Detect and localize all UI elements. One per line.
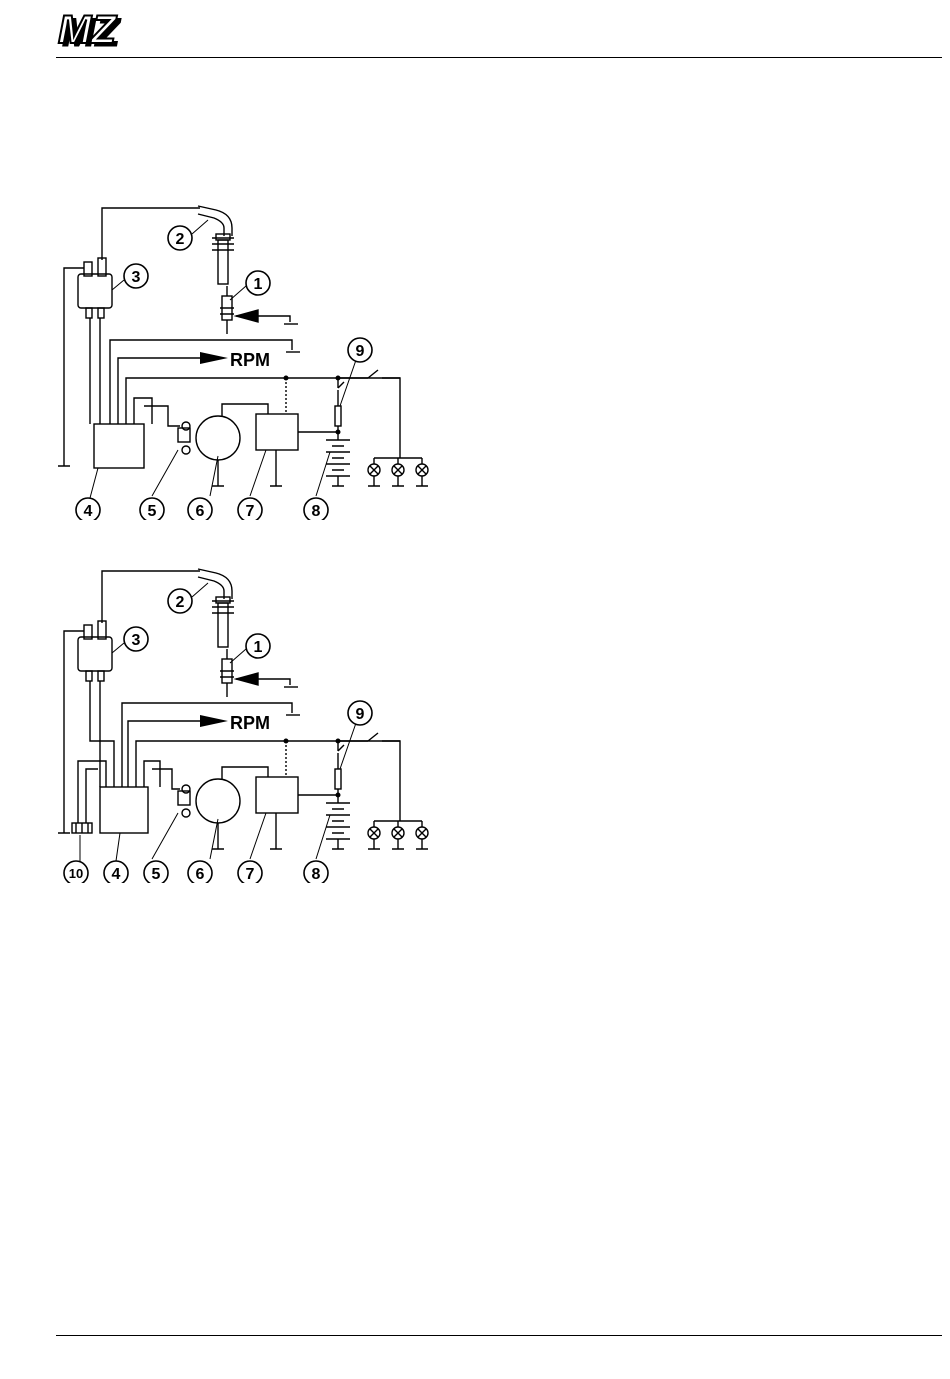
wire-pickup (144, 761, 160, 787)
callout-5: 5 (152, 866, 161, 883)
mz-logo: MZ MZ (56, 10, 176, 52)
callout-8: 8 (312, 866, 321, 883)
callout-2: 2 (176, 594, 185, 611)
lamp (368, 458, 380, 486)
generator (196, 416, 240, 460)
spark-plug-cap (198, 569, 234, 647)
wire-pickup-2 (144, 406, 180, 426)
cdi-unit (100, 787, 148, 833)
ignition-switch (368, 733, 378, 741)
generator (196, 779, 240, 823)
callout-1: 1 (254, 639, 263, 656)
rpm-label: RPM (230, 713, 270, 733)
lamp (392, 821, 404, 849)
callout-3: 3 (132, 632, 141, 649)
coil-ground-wire (64, 631, 84, 833)
ground-symbol (58, 833, 282, 849)
callout-6: 6 (196, 866, 205, 883)
battery (326, 432, 350, 486)
callout-9: 9 (356, 343, 365, 360)
wire-to-lamps (382, 378, 400, 458)
lamp (416, 458, 428, 486)
header-rule (56, 57, 942, 58)
ignition-coil (78, 621, 112, 681)
regulator (256, 777, 298, 813)
regulator (256, 414, 298, 450)
wire-pickup-2 (152, 769, 180, 789)
pickup-sensor (178, 422, 190, 454)
rpm-label: RPM (230, 350, 270, 370)
lamp (416, 821, 428, 849)
ignition-coil (78, 258, 112, 318)
wire-pickup (134, 398, 152, 424)
spark-plug-cap (198, 206, 234, 284)
wire-rpm (118, 358, 208, 424)
spark-plug (220, 286, 234, 334)
ground-symbol (58, 466, 282, 486)
callout-8: 8 (312, 503, 321, 520)
callout-9: 9 (356, 706, 365, 723)
callout-6: 6 (196, 503, 205, 520)
callout-10: 10 (69, 866, 83, 881)
ignition-wiring-diagram-2: RPM 2 1 3 10 4 5 6 7 8 9 (40, 563, 440, 883)
junction-dot (284, 376, 288, 380)
wire-main-power (136, 741, 400, 787)
cdi-unit (94, 424, 144, 468)
ignition-switch (368, 370, 378, 378)
callout-4: 4 (84, 503, 93, 520)
junction-dot (284, 739, 288, 743)
rpm-arrow (200, 352, 228, 364)
callout-3: 3 (132, 269, 141, 286)
spark-plug (220, 649, 234, 697)
callout-1: 1 (254, 276, 263, 293)
footer-rule (56, 1335, 942, 1336)
callout-5: 5 (148, 503, 157, 520)
wire-rpm (128, 721, 208, 787)
fuse (335, 739, 344, 797)
callout-7: 7 (246, 503, 255, 520)
wire-main-power (126, 378, 400, 424)
battery (326, 795, 350, 849)
callout-4: 4 (112, 866, 121, 883)
wire-to-lamps (382, 741, 400, 821)
fuse (335, 376, 344, 434)
coil-ground-wire (64, 268, 84, 466)
connector (72, 823, 92, 833)
pickup-sensor (178, 785, 190, 817)
lamp (392, 458, 404, 486)
plug-arrow (236, 310, 258, 322)
callout-2: 2 (176, 231, 185, 248)
wire-a (90, 681, 114, 787)
rpm-arrow (200, 715, 228, 727)
callout-7: 7 (246, 866, 255, 883)
logo-text: MZ (58, 10, 117, 52)
lamp (368, 821, 380, 849)
ignition-wiring-diagram-1: RPM 2 1 3 4 5 6 7 8 9 (40, 200, 440, 520)
wire-to-connector (78, 761, 106, 823)
plug-arrow (236, 673, 258, 685)
wire-to-connector-2 (86, 769, 98, 823)
